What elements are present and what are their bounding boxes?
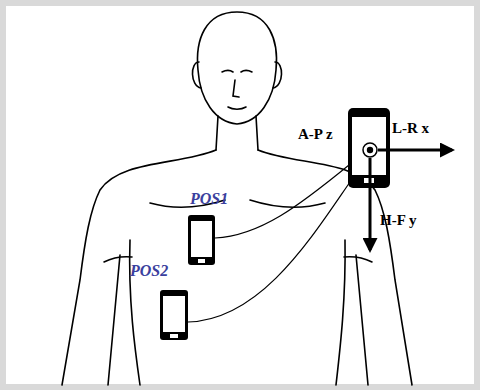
human-outline <box>62 12 412 385</box>
frame <box>3 3 477 387</box>
phone-pos1 <box>188 215 215 265</box>
axis-label: L-R x <box>392 120 429 137</box>
leader-lines <box>188 165 350 322</box>
position-label: POS2 <box>130 262 168 280</box>
axis-label: A-P z <box>298 126 333 143</box>
phone-axes <box>348 108 452 250</box>
phone-pos2 <box>160 290 188 340</box>
position-label: POS1 <box>190 190 228 208</box>
axis-label: H-F y <box>380 212 417 229</box>
